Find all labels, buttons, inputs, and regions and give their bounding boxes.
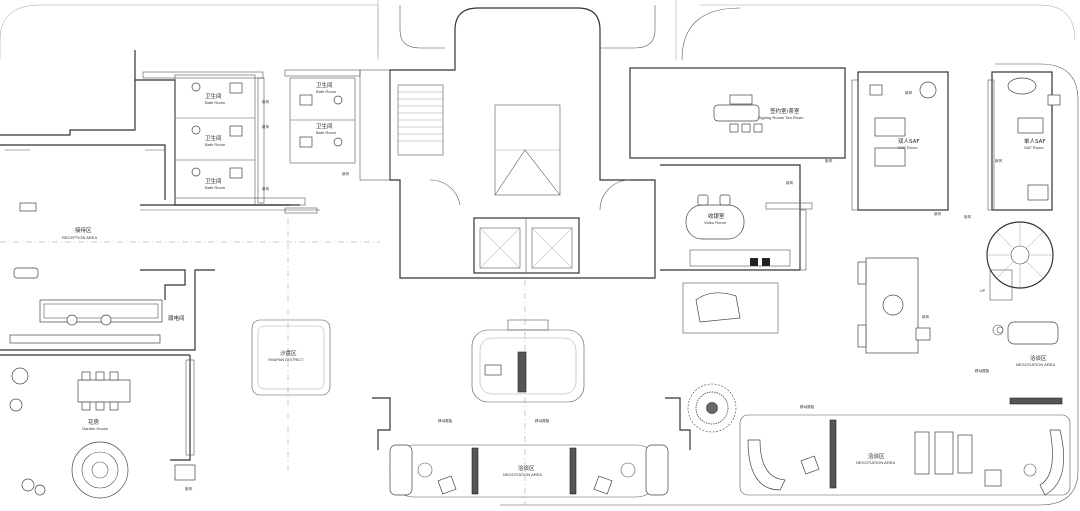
tag-9: 新风 [905,90,913,95]
spiral-stair-icon [986,221,1054,301]
bath5-name-en: Bath Room [316,130,337,135]
compass-icon [996,326,1004,334]
saf2-name-en: SAF Room [898,145,918,150]
tag-4: 新风 [342,171,350,176]
garden-name: 花房 [88,418,100,426]
video-name-en: Video Room [704,220,727,225]
bath2-name-en: Bath Room [205,142,226,147]
saf1-name-en: SAF Room [1024,145,1044,150]
sandtable-name: 沙盘区 [280,349,297,357]
reception-desk: 弱电间 [0,267,215,356]
nego-far [992,321,1063,405]
tag-7: 新风 [934,211,942,216]
nego-far-name: 洽谈区 [1030,354,1047,362]
tag-12: 新风 [995,158,1003,163]
garden-house [9,355,196,499]
tag-5: 新风 [825,158,833,163]
bath5-name: 卫生间 [316,122,333,130]
sandtable-name-en: SHAPAN DISTRICT [268,357,304,362]
nego-center-name: 洽谈区 [518,464,535,472]
bench-tag-4: 移动展板 [975,368,990,373]
electric-room-name: 弱电间 [168,314,185,322]
bench-tag-3: 移动展板 [800,404,815,409]
reception-name: 接待区 [75,226,92,234]
signing-room [629,67,846,159]
video-room [660,164,813,334]
bath3-name-en: Bath Room [205,185,226,190]
bath4-name-en: Bath Room [316,89,337,94]
signing-name-en: Signing Room/ Tea Room [758,115,804,120]
tag-3: 新风 [262,186,270,191]
central-core [359,5,656,279]
piano [695,292,741,323]
nego-center-name-en: NEGOTIATION AREA [503,472,542,477]
garden-name-en: Garden House [82,426,109,431]
bath1-name: 卫生间 [205,92,222,100]
nego-far-name-en: NEGOTIATION AREA [1016,362,1055,367]
signing-name: 签约室/茶室 [770,107,800,115]
nego-right-name-en: NEGOTIATION AREA [856,460,895,465]
bath2-name: 卫生间 [205,134,222,142]
sofa-group-right [857,257,931,354]
left-exterior-wall [0,80,320,214]
saf2-name: 双人SAF [898,138,920,145]
bath4-name: 卫生间 [316,81,333,89]
plant-icon [687,383,737,433]
reception-name-en: RECEPTION AREA [62,235,97,240]
bath3-name: 卫生间 [205,177,222,185]
saf1-name: 单人SAF [1024,137,1046,145]
tag-6: 新风 [786,180,794,185]
tag-10: 新风 [922,314,930,319]
bench-tag-1: 移动展板 [438,418,453,423]
video-name: 收银室 [708,212,725,220]
bath1-name-en: Bath Room [205,100,226,105]
sand-table [251,319,331,396]
nego-right [739,414,1071,496]
tag-8: 新风 [964,214,972,219]
tag-1: 新风 [262,99,270,104]
nego-center [372,397,691,498]
central-feature [471,319,585,403]
nego-right-name: 洽谈区 [868,452,885,460]
tag-2: 新风 [262,124,270,129]
saf-rooms [851,71,1061,211]
bench-tag-2: 移动展板 [535,418,550,423]
up-label: UP [980,289,986,293]
tag-11: 新风 [185,486,193,491]
